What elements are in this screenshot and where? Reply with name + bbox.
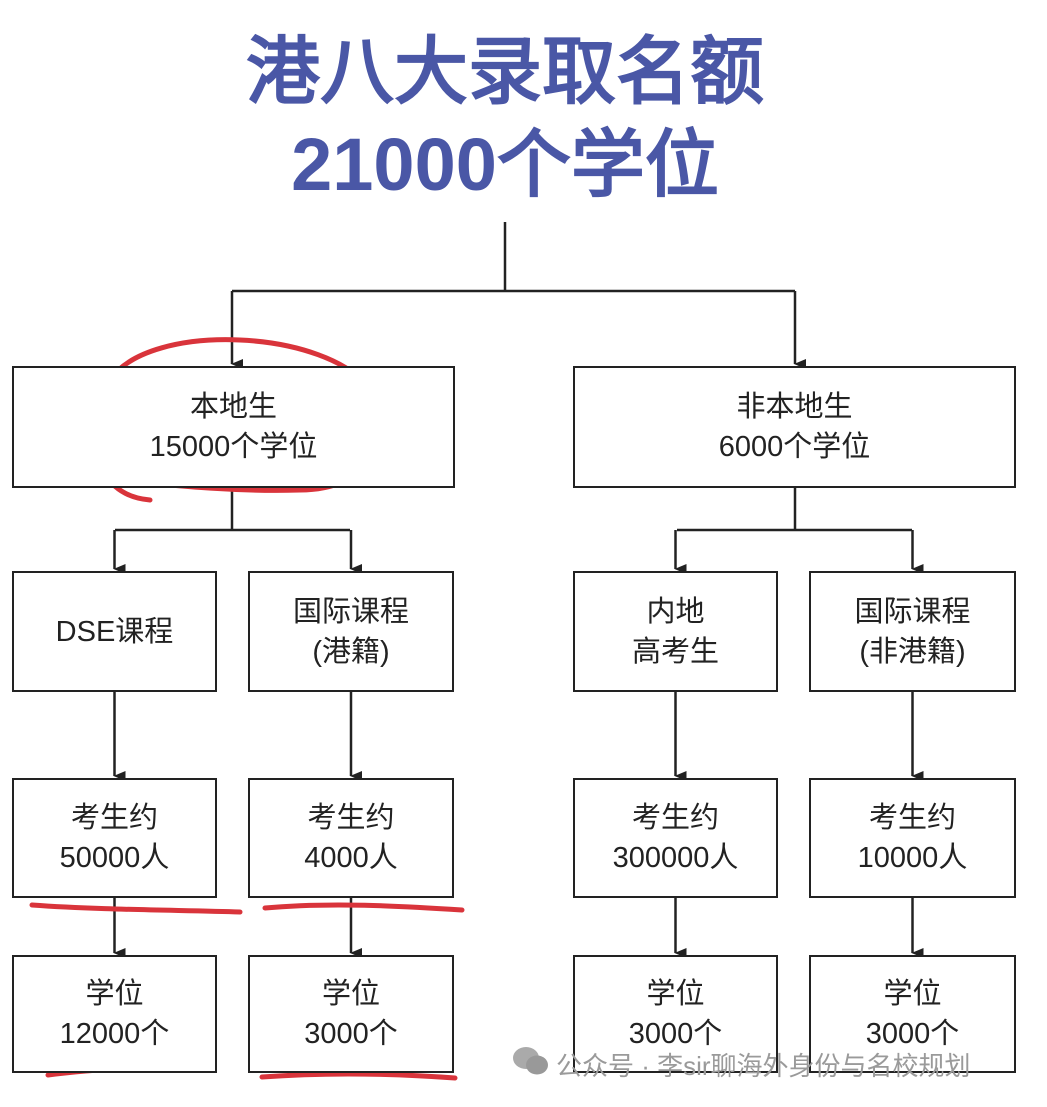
label-box: 国际课程 (港籍) (248, 571, 454, 692)
places-text: 学位 (646, 978, 705, 1010)
annotation-underline (29, 902, 243, 915)
label-text: 高考生 (631, 635, 719, 668)
candidates-box: 考生约 300000人 (573, 778, 778, 898)
places-text: 3000个 (304, 1018, 398, 1050)
places-box: 学位 3000个 (809, 955, 1016, 1073)
places-box: 学位 12000个 (12, 955, 217, 1073)
label-text: 国际课程 (854, 595, 971, 628)
annotation-underline (262, 902, 465, 913)
places-text: 学位 (321, 978, 380, 1010)
label-text: DSE课程 (55, 615, 174, 648)
nonlocal-name: 非本地生 (736, 391, 853, 423)
places-text: 3000个 (628, 1018, 723, 1050)
label-text: (港籍) (312, 635, 390, 668)
candidates-text: 50000人 (59, 842, 170, 874)
candidates-box: 考生约 10000人 (809, 778, 1016, 898)
wechat-icon (512, 1046, 550, 1083)
candidates-text: 300000人 (612, 842, 739, 874)
label-box: DSE课程 (12, 571, 217, 692)
local-name: 本地生 (189, 391, 277, 423)
annotation-underline (259, 1071, 458, 1081)
watermark: 公众号 · 李sir聊海外身份与名校规划 (512, 1046, 971, 1083)
candidates-text: 10000人 (857, 842, 968, 874)
candidates-text: 考生约 (307, 802, 395, 834)
places-text: 12000个 (59, 1018, 170, 1050)
candidates-box: 考生约 50000人 (12, 778, 217, 898)
title-line2: 21000个学位 (291, 123, 719, 206)
places-text: 3000个 (865, 1018, 960, 1050)
candidates-text: 考生约 (868, 802, 956, 834)
places-box: 学位 3000个 (248, 955, 454, 1073)
nonlocal-places: 6000个学位 (718, 431, 871, 463)
title-line1: 港八大录取名额 (246, 30, 764, 113)
label-box: 国际课程 (非港籍) (809, 571, 1016, 692)
nonlocal-students-box: 非本地生 6000个学位 (573, 366, 1016, 488)
candidates-box: 考生约 4000人 (248, 778, 454, 898)
label-text: 国际课程 (292, 595, 409, 628)
candidates-text: 考生约 (70, 802, 158, 834)
label-box: 内地高考生 (573, 571, 778, 692)
candidates-text: 考生约 (631, 802, 719, 834)
places-text: 学位 (883, 978, 942, 1010)
label-text: 内地 (646, 595, 705, 628)
local-places: 15000个学位 (149, 431, 318, 463)
local-students-box: 本地生 15000个学位 (12, 366, 455, 488)
places-text: 学位 (85, 978, 144, 1010)
places-box: 学位 3000个 (573, 955, 778, 1073)
label-text: (非港籍) (859, 635, 966, 668)
candidates-text: 4000人 (304, 842, 398, 874)
watermark-text: 公众号 · 李sir聊海外身份与名校规划 (556, 1051, 971, 1081)
